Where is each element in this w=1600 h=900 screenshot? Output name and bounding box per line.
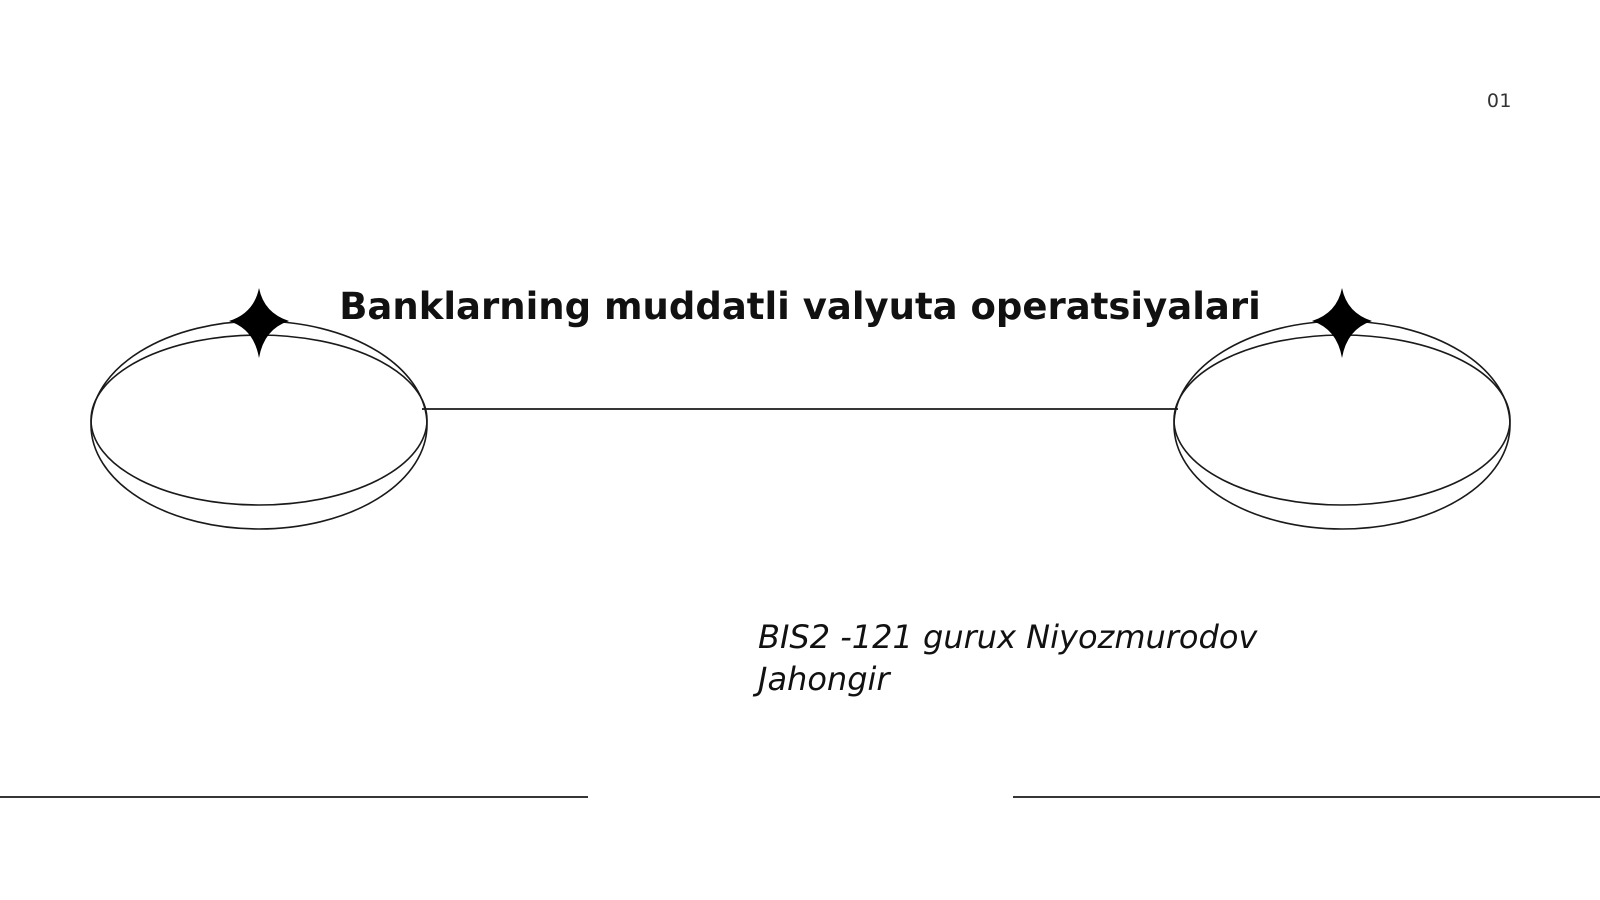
slide-title: Banklarning muddatli valyuta operatsiyal…	[339, 285, 1261, 328]
slide-subtitle: BIS2 -121 gurux Niyozmurodov Jahongir	[758, 618, 1258, 698]
four-point-star-icon	[1312, 288, 1372, 358]
right-ring-inner	[1173, 334, 1511, 506]
slide-number: 01	[1486, 90, 1512, 112]
left-ring-inner	[90, 334, 428, 506]
four-point-star-icon	[229, 288, 289, 358]
